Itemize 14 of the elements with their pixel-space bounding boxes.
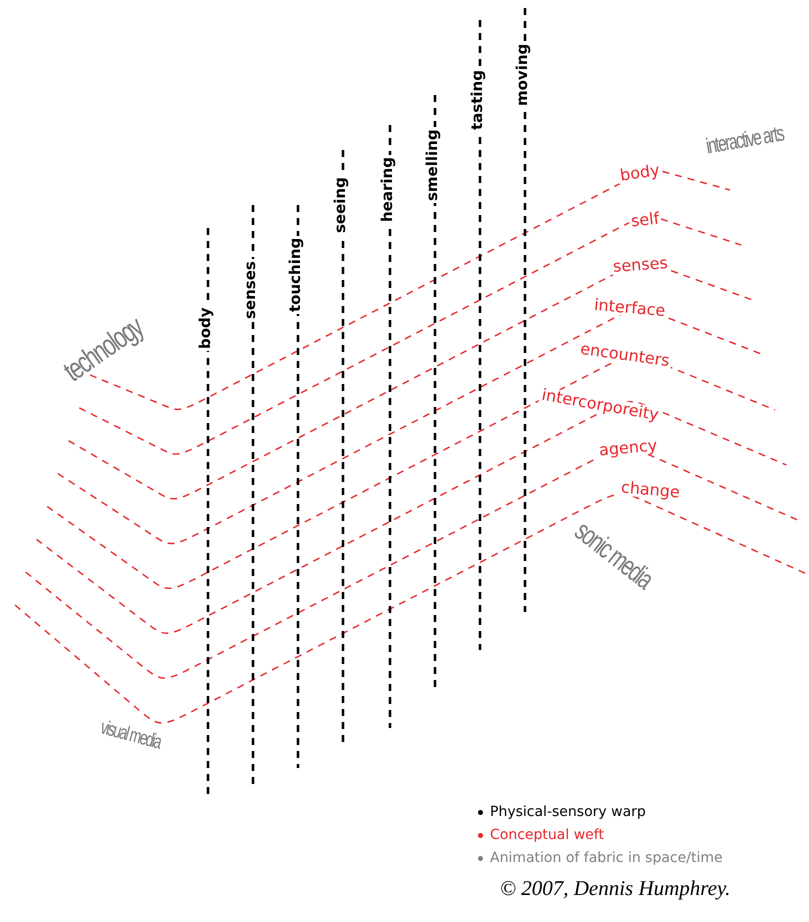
curved-word: interactive arts bbox=[704, 122, 785, 158]
warp-label: body bbox=[198, 305, 213, 351]
legend-text: Physical-sensory warp bbox=[490, 804, 646, 820]
weft-label: body bbox=[617, 162, 663, 184]
warp-label: touching bbox=[288, 236, 303, 314]
legend-text: Animation of fabric in space/time bbox=[490, 850, 723, 866]
curved-word: sonic media bbox=[570, 516, 658, 594]
legend-text: Conceptual weft bbox=[490, 827, 604, 843]
warp-label: hearing bbox=[380, 156, 395, 224]
warp-label: seeing bbox=[333, 175, 348, 235]
curved-word: visual media bbox=[99, 717, 164, 753]
copyright-caption: © 2007, Dennis Humphrey. bbox=[500, 878, 730, 899]
warp-label: smelling bbox=[425, 127, 440, 203]
warp-label: tasting bbox=[470, 68, 485, 132]
